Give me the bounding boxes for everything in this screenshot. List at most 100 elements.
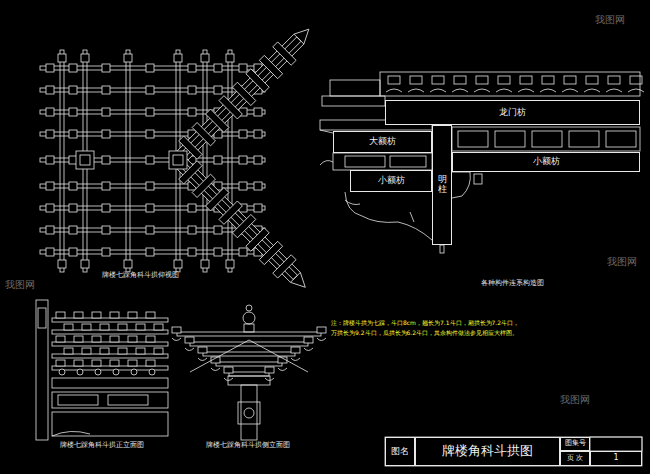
dou-block bbox=[69, 86, 77, 94]
finial bbox=[246, 305, 252, 311]
column-square bbox=[169, 151, 187, 169]
dou-block bbox=[56, 360, 65, 366]
dou-block bbox=[102, 204, 110, 212]
cross-block bbox=[219, 201, 242, 224]
dou-block bbox=[81, 260, 89, 268]
dou-block bbox=[226, 54, 234, 62]
carved-block bbox=[238, 402, 260, 424]
dou-block bbox=[102, 182, 110, 190]
dou-block bbox=[254, 130, 262, 138]
dou-block bbox=[239, 248, 247, 256]
bracket-arm bbox=[126, 50, 130, 272]
sparrow-brace bbox=[452, 172, 470, 198]
dou-block bbox=[239, 182, 247, 190]
cross-block bbox=[206, 109, 229, 132]
cross-block bbox=[192, 123, 215, 146]
title-block bbox=[385, 437, 642, 466]
dou-block bbox=[174, 54, 182, 62]
bracket-curve bbox=[386, 89, 402, 92]
cross-block bbox=[219, 96, 242, 119]
node-text: 小额枋 bbox=[378, 176, 405, 186]
bracket-curve bbox=[606, 89, 622, 92]
dou-block bbox=[214, 156, 222, 164]
dou-block bbox=[58, 260, 66, 268]
dou-block bbox=[69, 204, 77, 212]
note-text: 注：牌楼斗拱为七踩，斗口8cm，翘长为7.1斗口，厢拱长为7.2斗口， bbox=[330, 320, 520, 327]
cross-block bbox=[246, 69, 269, 92]
dou-block bbox=[265, 367, 274, 373]
dou-block bbox=[146, 130, 154, 138]
bracket-curve bbox=[540, 89, 556, 92]
dou-block bbox=[110, 336, 119, 342]
dou-block bbox=[188, 64, 196, 72]
dou-block bbox=[388, 76, 400, 84]
panel-box bbox=[390, 156, 426, 167]
cloud-head bbox=[77, 369, 83, 375]
panel-box bbox=[606, 131, 636, 147]
dou-block bbox=[110, 360, 119, 366]
dou-block bbox=[46, 64, 54, 72]
dou-block bbox=[185, 337, 194, 343]
panel-box bbox=[532, 131, 562, 147]
dou-block bbox=[188, 226, 196, 234]
dou-block bbox=[128, 336, 137, 342]
cloud-head bbox=[59, 369, 65, 375]
diagonal-arm bbox=[169, 20, 318, 169]
panel-box bbox=[569, 131, 599, 147]
dou-block bbox=[498, 76, 510, 84]
watermark: 我图网 bbox=[4, 279, 36, 291]
dou-block bbox=[146, 86, 154, 94]
note-text: 万拱长为9.2斗口，瓜拱长为6.2斗口，其余构件做法参见相应大样图。 bbox=[330, 330, 519, 337]
slanted-arm bbox=[190, 340, 308, 372]
dou-block bbox=[46, 182, 54, 190]
dou-block bbox=[69, 226, 77, 234]
dou-block bbox=[304, 337, 313, 343]
cross-block bbox=[273, 42, 296, 65]
node-text: 小额枋 bbox=[533, 157, 560, 167]
dou-block bbox=[46, 226, 54, 234]
sparrow-brace-detail bbox=[345, 200, 414, 222]
plan-view bbox=[40, 20, 318, 296]
column-square bbox=[80, 155, 90, 165]
cloud-head bbox=[113, 369, 119, 375]
panel-box bbox=[345, 156, 385, 167]
dou-block bbox=[46, 248, 54, 256]
dou-block bbox=[102, 108, 110, 116]
bracket-layer bbox=[52, 342, 168, 346]
dou-block bbox=[102, 86, 110, 94]
dou-block bbox=[542, 76, 554, 84]
node-text: 龙门枋 bbox=[499, 108, 526, 118]
front-elevation bbox=[36, 300, 168, 440]
dou-block bbox=[46, 204, 54, 212]
column bbox=[241, 385, 257, 440]
dou-block bbox=[136, 348, 145, 354]
bracket-curve bbox=[496, 89, 512, 92]
dou-block bbox=[100, 324, 109, 330]
dou-block bbox=[201, 260, 209, 268]
dou-block bbox=[92, 336, 101, 342]
dou-block bbox=[69, 130, 77, 138]
hanging-block bbox=[474, 174, 482, 184]
dou-block bbox=[56, 312, 65, 318]
bracket-arm bbox=[60, 50, 64, 272]
dou-block bbox=[46, 156, 54, 164]
side-elevation bbox=[172, 305, 326, 440]
dou-block bbox=[82, 324, 91, 330]
dou-block bbox=[69, 248, 77, 256]
beam-band: 龙门枋 bbox=[385, 100, 640, 125]
dou-block bbox=[92, 360, 101, 366]
bracket-arm bbox=[216, 362, 282, 366]
panel-box bbox=[458, 131, 488, 147]
dou-block bbox=[128, 360, 137, 366]
beam-band: 大额枋 bbox=[333, 131, 432, 153]
beam-end-curve bbox=[320, 130, 333, 165]
bracket-curve bbox=[518, 89, 534, 92]
dou-block bbox=[81, 54, 89, 62]
column-band: 明柱 bbox=[432, 125, 452, 245]
node-text: 图集号 bbox=[565, 440, 586, 448]
dou-block bbox=[74, 312, 83, 318]
cross-block bbox=[192, 174, 215, 197]
bracket-curve bbox=[628, 89, 644, 92]
dou-block bbox=[146, 156, 154, 164]
